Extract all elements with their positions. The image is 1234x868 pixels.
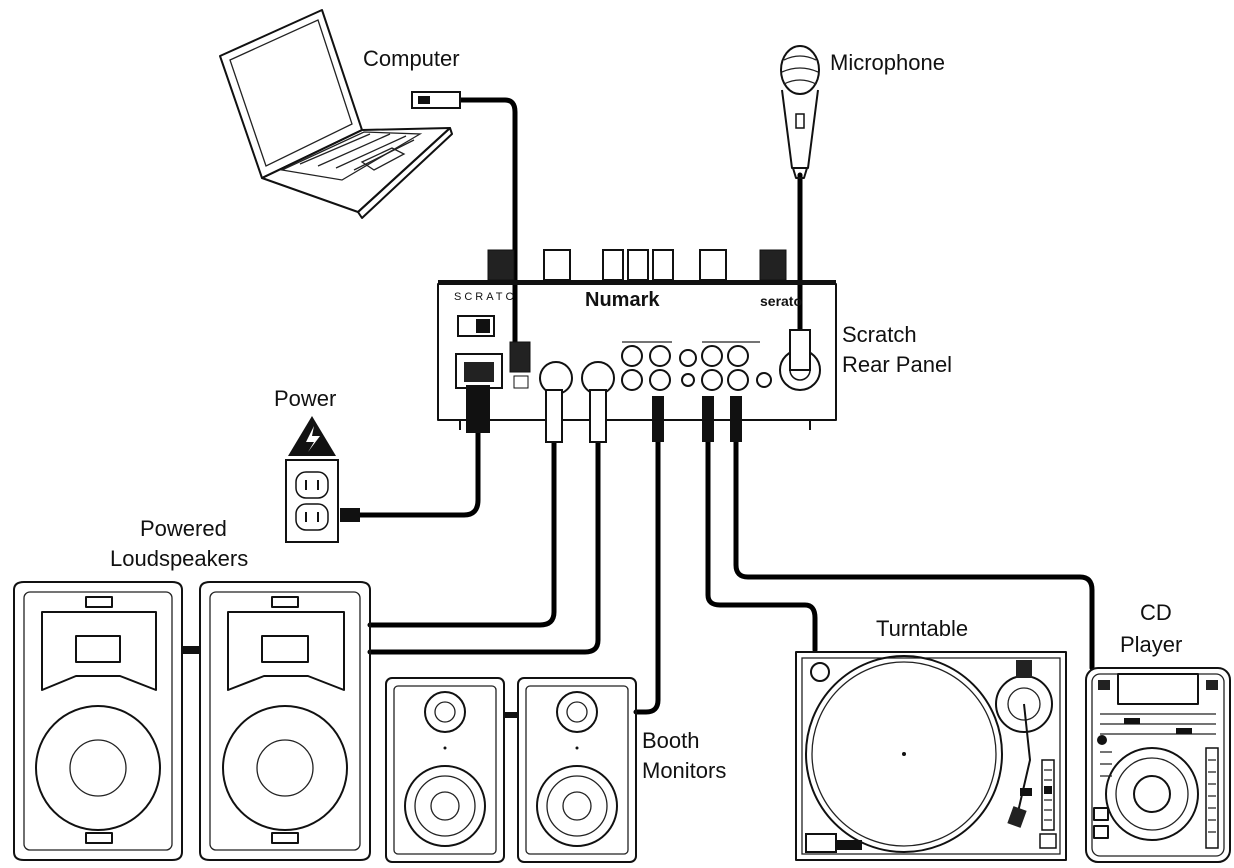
mixer-right-logo: serato	[760, 293, 802, 309]
turntable-label: Turntable	[876, 616, 968, 641]
booth-monitor-right	[517, 677, 637, 863]
mixer-knobs	[487, 249, 787, 281]
cd-cable	[733, 437, 1095, 671]
booth-cable	[633, 437, 661, 715]
mixer-label-line1: Scratch	[842, 322, 917, 347]
speakers-label-line2: Loudspeakers	[110, 546, 248, 571]
mixer-brand: Numark	[585, 289, 660, 311]
mixer-label-line2: Rear Panel	[842, 352, 952, 377]
turntable	[795, 651, 1067, 861]
xlr-plug-right	[589, 389, 607, 443]
lightning-warning-icon	[288, 416, 336, 456]
cd-label-line1: CD	[1140, 600, 1172, 625]
rca-jacks	[621, 345, 772, 391]
cd-player	[1085, 667, 1231, 863]
power-plug	[466, 385, 490, 433]
usb-port	[509, 341, 531, 373]
speaker-cable-1	[367, 437, 557, 628]
microphone	[780, 45, 820, 179]
speaker-link	[182, 646, 200, 654]
mixer-left-logo: SCRATC	[454, 291, 516, 303]
cd-label-line2: Player	[1120, 632, 1182, 657]
booth-label-line1: Booth	[642, 728, 700, 753]
rca-plug-booth	[652, 396, 664, 442]
wall-outlet	[285, 459, 360, 543]
power-label: Power	[274, 386, 336, 411]
turntable-cable	[705, 437, 818, 653]
speaker-cable-2	[367, 437, 601, 655]
power-cable	[355, 407, 481, 518]
cables	[355, 97, 1095, 715]
rca-plug-cd	[730, 396, 742, 442]
loudspeaker-right	[199, 581, 371, 861]
xlr-plug-left	[545, 389, 563, 443]
laptop	[219, 9, 461, 219]
speakers-label-line1: Powered	[140, 516, 227, 541]
booth-label-line2: Monitors	[642, 758, 726, 783]
loudspeaker-left	[13, 581, 183, 861]
computer-label: Computer	[363, 46, 460, 71]
booth-monitor-left	[385, 677, 505, 863]
rca-plug-turntable	[702, 396, 714, 442]
microphone-label: Microphone	[830, 50, 945, 75]
usb-cable	[457, 97, 518, 348]
mixer-rear-panel: SCRATC Numark serato	[437, 249, 837, 443]
mic-plug	[789, 329, 811, 371]
